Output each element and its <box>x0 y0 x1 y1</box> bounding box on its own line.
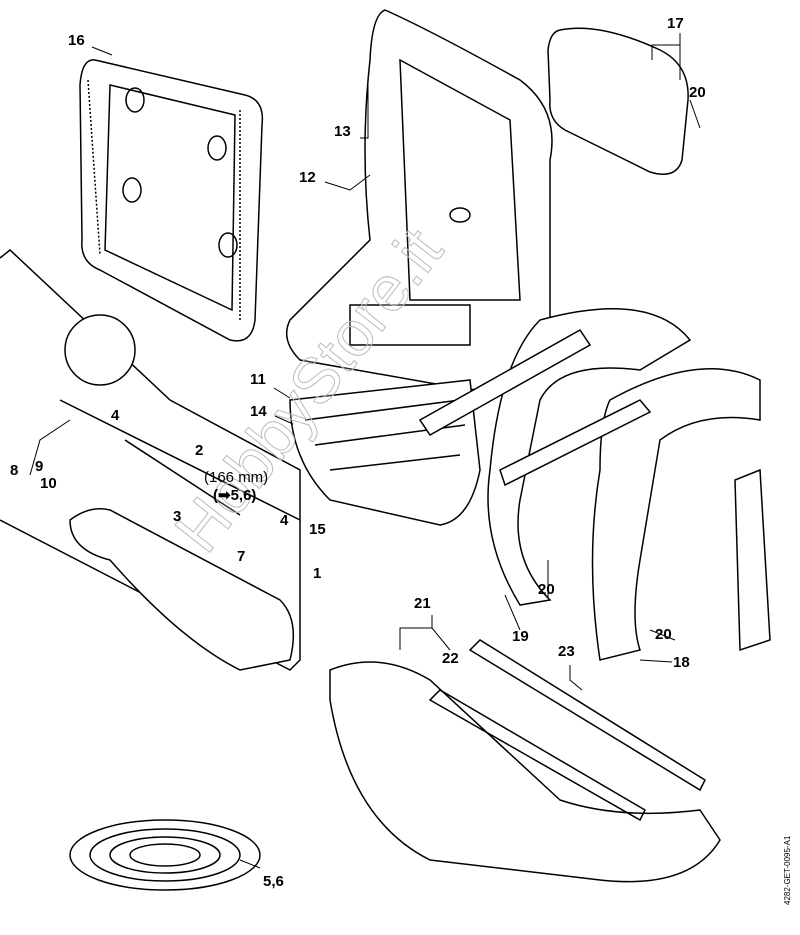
shoulder-strap-part-19 <box>418 308 692 606</box>
part-label-19: 19 <box>512 628 529 645</box>
part-label-16: 16 <box>68 32 85 49</box>
frame-part-16 <box>79 59 264 342</box>
part-label-5-6: 5,6 <box>263 873 284 890</box>
part-label-15: 15 <box>309 521 326 538</box>
part-label-18: 18 <box>673 654 690 671</box>
shoulder-strap-part-18 <box>499 368 771 661</box>
part-label-23: 23 <box>558 643 575 660</box>
part-label-20b: 20 <box>538 581 555 598</box>
tube-coil-part-5-6 <box>69 819 261 891</box>
drawing-code: 4282-GET-0095-A1 <box>783 835 792 905</box>
part-label-22: 22 <box>442 650 459 667</box>
part-label-4: 4 <box>111 407 120 424</box>
part-label-12: 12 <box>299 169 316 186</box>
part-label-10: 10 <box>40 475 57 492</box>
tank-group-box <box>0 249 301 671</box>
part-label-7: 7 <box>237 548 246 565</box>
part-label-20c: 20 <box>655 626 672 643</box>
part-label-17: 17 <box>667 15 684 32</box>
belt-strap-part-22 <box>428 689 646 822</box>
belt-strap-part-23 <box>468 639 706 792</box>
part-label-20: 20 <box>689 84 706 101</box>
reference-note: (➡5,6) <box>213 487 257 504</box>
part-label-8: 8 <box>10 462 19 479</box>
back-plate-part-12 <box>285 9 553 391</box>
fuel-line-part-2 <box>124 439 241 516</box>
part-label-2: 2 <box>195 442 204 459</box>
part-label-13: 13 <box>334 123 351 140</box>
part-label-14: 14 <box>250 403 267 420</box>
tank-part-1 <box>69 508 295 671</box>
part-label-11: 11 <box>250 371 266 388</box>
part-label-4b: 4 <box>280 512 289 529</box>
length-note: (166 mm) <box>204 469 269 486</box>
leader-lines <box>29 33 701 869</box>
cover-part-17 <box>547 27 689 175</box>
part-label-3: 3 <box>173 508 182 525</box>
part-label-21: 21 <box>414 595 431 612</box>
hip-belt-part-21 <box>329 661 721 883</box>
part-label-9: 9 <box>35 458 44 475</box>
part-label-1: 1 <box>313 565 322 582</box>
